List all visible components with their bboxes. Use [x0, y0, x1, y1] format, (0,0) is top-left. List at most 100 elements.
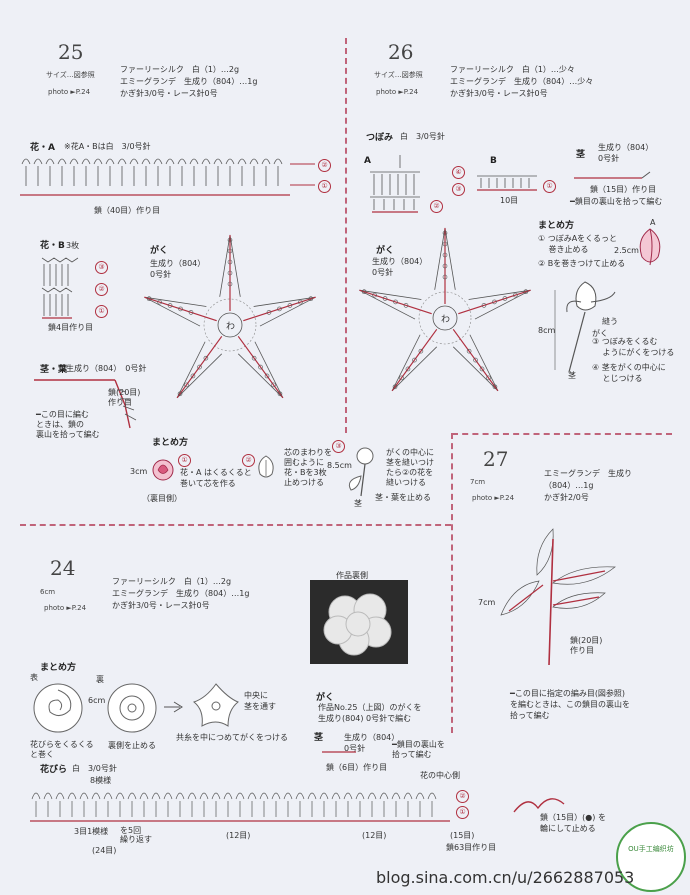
finishing-step1: 花・A はくるくると 巻いて芯を作る [180, 468, 252, 488]
material-line: エミーグランデ 生成り [544, 469, 632, 478]
ring-icon [513, 798, 565, 813]
stem-note2-24: 0号針 [344, 744, 366, 753]
calyx-title: がく [150, 246, 169, 256]
material-line: エミーグランデ 生成り（804）…1g [112, 589, 250, 598]
finishing-step2-26: ② Bを巻きつけて止める [538, 259, 626, 268]
bud-a-label: A [364, 156, 371, 166]
finishing-title: まとめ方 [152, 438, 189, 448]
step-marker-3: ③ [332, 440, 345, 453]
back-photo-flower [323, 593, 392, 656]
divider-horizontal-left [20, 524, 451, 526]
flower-b-count: 3枚 [66, 241, 80, 250]
calyx-note: 生成り（804） 0号針 [150, 259, 206, 279]
material-line: かぎ針3/0号・レース針0号 [450, 89, 548, 98]
stem-note-26: 生成り（804） 0号針 [598, 143, 654, 163]
stem-title-24: 茎 [314, 733, 324, 743]
materials-25: ファーリーシルク 白（1）…2g エミーグランデ 生成り（804）…1g かぎ針… [120, 64, 257, 100]
finishing-stem-label: 茎 [354, 499, 362, 508]
label-gaku-26: がく [592, 329, 608, 338]
flower-a-note: ※花A・Bは白 3/0号針 [64, 142, 151, 151]
chain63-label: 鎖63目作り目 [446, 843, 497, 852]
row-marker-3: ③ [452, 183, 465, 196]
pattern-number-25: 25 [58, 40, 84, 64]
flower-a-title: 花・A [30, 143, 55, 153]
materials-24: ファーリーシルク 白（1）…2g エミーグランデ 生成り（804）…1g かぎ針… [112, 576, 249, 612]
bud-title: つぼみ [366, 133, 394, 143]
back-photo-label: 作品裏側 [336, 571, 368, 580]
leaf-chain: 鎖(20目) 作り目 [570, 636, 603, 655]
bud-b-chain: 10目 [500, 196, 519, 205]
petals-note: 白 3/0号針 [72, 764, 117, 773]
row-marker-3: ③ [95, 261, 108, 274]
finishing-step2: 芯のまわりを 囲むように 花・Bを3枚 止めつける [284, 448, 332, 487]
stem-chart-26 [574, 171, 651, 179]
finishing-size2: 8.5cm [327, 461, 352, 470]
assembled-bud-icon [566, 281, 616, 373]
material-line: ファーリーシルク 白（1）…少々 [450, 65, 575, 74]
logo-badge: OU手工编织坊 [616, 822, 686, 892]
material-line: ファーリーシルク 白（1）…2g [120, 65, 240, 74]
size-label-26: サイズ…図参照 [374, 71, 423, 79]
step-marker-2: ② [242, 454, 255, 467]
material-line: エミーグランデ 生成り（804）…少々 [450, 77, 594, 86]
flower-b-title: 花・B [40, 241, 65, 251]
chain40-label: 鎖（40目）作り目 [94, 206, 161, 215]
leaf-note: ━この目に指定の編み目(図参照) を編むときは、この鎖目の裏山を 拾って編む [510, 689, 630, 720]
stem-chain-26: 鎖（15目）作り目 [590, 185, 657, 194]
photo-ref-26: photo ►P.24 [376, 88, 419, 96]
stem-leaf-chart [34, 379, 137, 429]
stem-chart-24 [322, 751, 356, 753]
stem-note-24: 生成り（804） [344, 733, 400, 742]
flower-back-icon [107, 683, 157, 733]
label-omote: 表 [30, 673, 38, 682]
size-label-27: 7cm [470, 478, 486, 486]
finishing-step1-26: ① つぼみAをくるっと 巻き止める [538, 234, 618, 254]
pattern-count: 8模様 [90, 776, 112, 785]
calyx-note-26: 生成り（804） 0号針 [372, 257, 428, 277]
size-label-25: サイズ…図参照 [46, 71, 95, 79]
finishing-size: 3cm [130, 467, 148, 476]
stem-title-26: 茎 [576, 150, 586, 160]
material-line: かぎ針2/0号 [544, 493, 589, 502]
pattern-number-26: 26 [388, 40, 414, 64]
stem-chain-24: 鎖（6目）作り目 [326, 763, 388, 772]
svg-text:わ: わ [441, 314, 450, 325]
material-line: （804）…1g [544, 481, 594, 490]
bud-b-chart [477, 175, 537, 191]
finishing-step3-26: ③ つぼみをくるむ ようにがくをつける [592, 337, 675, 357]
label-kuki-26: 茎 [568, 371, 576, 380]
photo-ref-25: photo ►P.24 [48, 88, 91, 96]
materials-27: エミーグランデ 生成り （804）…1g かぎ針2/0号 [544, 468, 632, 504]
repeat-label-2: を5回 繰り返す [120, 826, 152, 844]
material-line: かぎ針3/0号・レース針0号 [112, 601, 210, 610]
petals-title: 花びら [40, 765, 68, 775]
row-marker-1: ① [95, 305, 108, 318]
finishing-step3-24: 中央に 茎を通す [244, 691, 276, 711]
back-photo [310, 580, 408, 664]
calyx-star-chart-25: わ [144, 234, 316, 399]
label-a-26: A [650, 218, 656, 227]
bud-icon [639, 228, 661, 266]
finishing-step4-26: ④ 茎をがくの中心に とじつける [592, 363, 666, 383]
count-24: (24目) [92, 846, 117, 855]
svg-text:わ: わ [226, 321, 235, 332]
stem-arrow-26: ━鎖目の裏山を拾って編む [570, 197, 663, 206]
finishing-step4-24: 共糸を中につめてがくをつける [176, 733, 288, 742]
center-side-label: 花の中心側 [420, 771, 460, 780]
row-marker-2: ② [95, 283, 108, 296]
row-marker-2: ② [430, 200, 443, 213]
materials-26: ファーリーシルク 白（1）…少々 エミーグランデ 生成り（804）…少々 かぎ針… [450, 64, 593, 100]
stem-leaf-title: 茎・葉 [40, 365, 68, 375]
label-ura: 裏 [96, 675, 104, 684]
count-15: (15目) [450, 831, 475, 840]
stem-arrow-24: ━鎖目の裏山を 拾って編む [392, 740, 445, 759]
pattern-number-24: 24 [50, 556, 76, 580]
chain4-label: 鎖4目作り目 [48, 323, 94, 332]
flower-a-chart [20, 158, 315, 196]
row-marker-1: ① [318, 180, 331, 193]
calyx-star-chart-26: わ [359, 227, 531, 392]
arrow-icon [164, 701, 183, 713]
stem-leaf-note: 生成り（804） 0号針 [66, 364, 147, 373]
repeat-label-1: 3目1模様 [74, 827, 109, 836]
bud-note: 白 3/0号針 [400, 132, 445, 141]
